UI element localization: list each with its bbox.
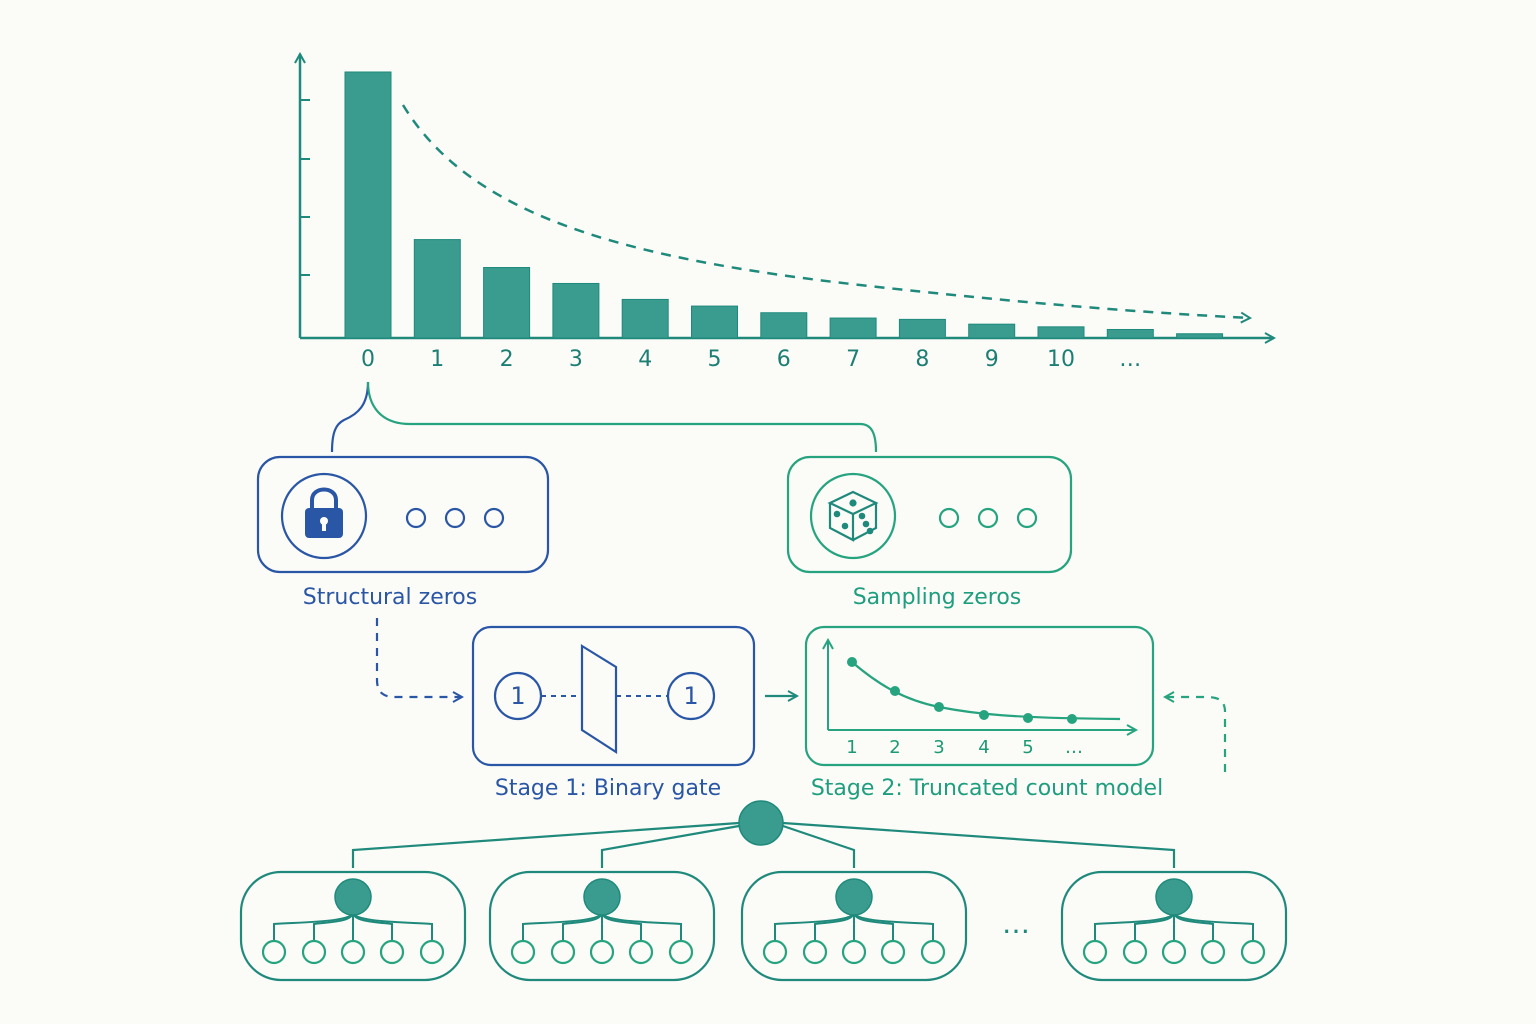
bar-5: [691, 305, 738, 339]
group-box: [740, 870, 968, 982]
leaf-node: [550, 939, 576, 965]
stage2-tick-labels: 1 2 3 4 5 …: [846, 737, 1083, 758]
bar-6: [760, 312, 808, 339]
group-node: [1155, 878, 1193, 916]
stage2-tick: 2: [889, 737, 900, 758]
stage2-tick: 4: [978, 737, 989, 758]
sampling-zeros-box: [786, 455, 1073, 574]
bar-10: [1037, 326, 1085, 339]
zero-split-brace: [330, 381, 878, 453]
leaf-node: [1240, 939, 1266, 965]
leaf-node: [340, 939, 366, 965]
leaf-node: [802, 939, 828, 965]
x-tick-label: 8: [915, 347, 929, 372]
bar-12: [1176, 333, 1224, 339]
group-subtree: [239, 870, 467, 982]
leaf-node: [920, 939, 946, 965]
bar-11: [1106, 328, 1154, 339]
group-box: [1060, 870, 1288, 982]
group-subtrees: [239, 870, 1288, 982]
stage2-tick: …: [1065, 737, 1083, 758]
bar-3: [552, 282, 600, 339]
leaf-node: [510, 939, 536, 965]
structural-to-stage1-arrow: [375, 618, 462, 697]
leaf-node: [762, 939, 788, 965]
bar-4: [621, 298, 669, 339]
structural-zeros-label: Structural zeros: [303, 585, 477, 610]
stage2-tick: 1: [846, 737, 857, 758]
group-subtree: [488, 870, 716, 982]
stage2-tick: 3: [933, 737, 944, 758]
root-connectors: [351, 821, 1176, 868]
group-node: [835, 878, 873, 916]
hierarchy-tree: …: [239, 800, 1288, 982]
y-axis-ticks: [300, 99, 310, 276]
x-tick-labels: 0 1 2 3 4 5 6 7 8 9 10 …: [361, 347, 1141, 372]
bar-1: [413, 239, 461, 339]
stage2-label: Stage 2: Truncated count model: [811, 776, 1163, 801]
group-node: [583, 878, 621, 916]
stage1-box: 1 1: [471, 625, 756, 767]
bars: [344, 71, 1224, 339]
leaf-node: [880, 939, 906, 965]
x-tick-label: 4: [638, 347, 652, 372]
count-distribution-chart: 0 1 2 3 4 5 6 7 8 9 10 …: [300, 54, 1274, 372]
x-tick-label: 2: [500, 347, 514, 372]
gate-icon: [580, 644, 618, 755]
leaf-node: [261, 939, 287, 965]
decay-trend-curve: [401, 104, 1250, 318]
stage1-input-value: 1: [510, 682, 525, 710]
leaf-node: [301, 939, 327, 965]
x-tick-label: 3: [569, 347, 583, 372]
bar-7: [829, 317, 877, 339]
leaf-node: [1082, 939, 1108, 965]
leaf-node: [589, 939, 615, 965]
leaf-node: [1200, 939, 1226, 965]
truncated-count-points: [847, 657, 1077, 724]
x-tick-label: 6: [777, 347, 791, 372]
x-tick-label: 5: [708, 347, 722, 372]
leaf-node: [1122, 939, 1148, 965]
x-tick-label: 0: [361, 347, 375, 372]
group-node: [334, 878, 372, 916]
bar-2: [483, 267, 531, 339]
group-box: [239, 870, 467, 982]
leaf-node: [1161, 939, 1187, 965]
x-tick-label: 7: [846, 347, 860, 372]
group-box: [488, 870, 716, 982]
stage2-box: 1 2 3 4 5 …: [804, 625, 1155, 767]
lock-icon: [305, 487, 343, 538]
root-node: [738, 800, 784, 846]
group-subtree: [1060, 870, 1288, 982]
stage1-label: Stage 1: Binary gate: [495, 776, 721, 801]
feedback-to-stage2-arrow: [1165, 697, 1227, 772]
leaf-node: [841, 939, 867, 965]
dice-icon: [827, 490, 879, 542]
leaf-node: [419, 939, 445, 965]
stage1-output-value: 1: [683, 682, 698, 710]
sampling-zeros-label: Sampling zeros: [853, 585, 1022, 610]
x-tick-label: 10: [1047, 347, 1075, 372]
bar-9: [968, 323, 1016, 339]
x-tick-label: 1: [430, 347, 444, 372]
bar-8: [898, 318, 946, 339]
x-tick-label: …: [1119, 347, 1141, 372]
groups-ellipsis: …: [1002, 907, 1030, 940]
bar-0: [344, 71, 392, 339]
sampling-dots: [938, 507, 1038, 529]
structural-zeros-box: [256, 455, 550, 574]
leaf-node: [379, 939, 405, 965]
leaf-node: [668, 939, 694, 965]
leaf-node: [628, 939, 654, 965]
x-tick-label: 9: [985, 347, 999, 372]
stage2-tick: 5: [1022, 737, 1033, 758]
structural-dots: [405, 507, 505, 529]
group-subtree: [740, 870, 968, 982]
